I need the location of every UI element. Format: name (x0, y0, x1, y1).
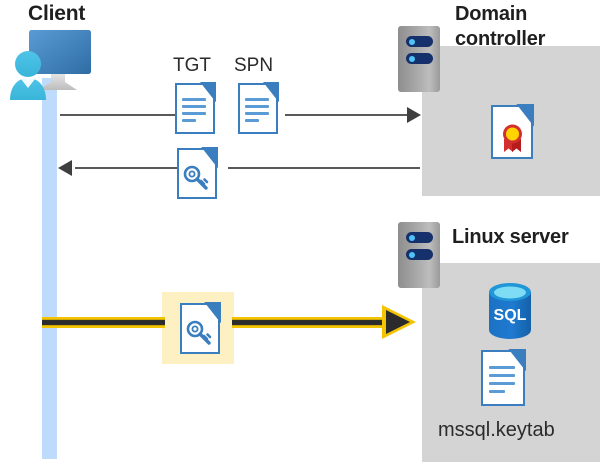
spn-label: SPN (234, 55, 274, 76)
client-lifeline (42, 78, 57, 459)
svg-text:SQL: SQL (494, 307, 527, 324)
request-line-left (60, 114, 175, 116)
certificate-icon (491, 104, 534, 159)
request-line-right (285, 114, 419, 116)
response-line-right (228, 167, 420, 169)
request-arrowhead (407, 107, 421, 123)
linux-server-title: Linux server (452, 226, 569, 248)
server-rack-icon-dc (398, 26, 440, 92)
spn-document-icon (238, 82, 279, 134)
sql-database-icon: SQL (486, 282, 534, 340)
service-ticket-line-right (232, 317, 397, 328)
service-ticket-line-left (42, 317, 165, 328)
key-document-icon-service-ticket (180, 302, 221, 354)
tgt-document-icon (175, 82, 216, 134)
key-document-icon-response (177, 147, 218, 199)
response-line-left (75, 167, 177, 169)
server-rack-icon-linux (398, 222, 440, 288)
keytab-filename-label: mssql.keytab (438, 419, 555, 441)
tgt-label: TGT (173, 55, 211, 76)
service-ticket-arrowhead (386, 310, 410, 334)
keytab-document-icon (481, 349, 526, 406)
user-monitor-icon (8, 28, 113, 103)
response-arrowhead (58, 160, 72, 176)
domain-controller-title: Domain controller (455, 3, 546, 50)
client-title: Client (28, 2, 86, 25)
